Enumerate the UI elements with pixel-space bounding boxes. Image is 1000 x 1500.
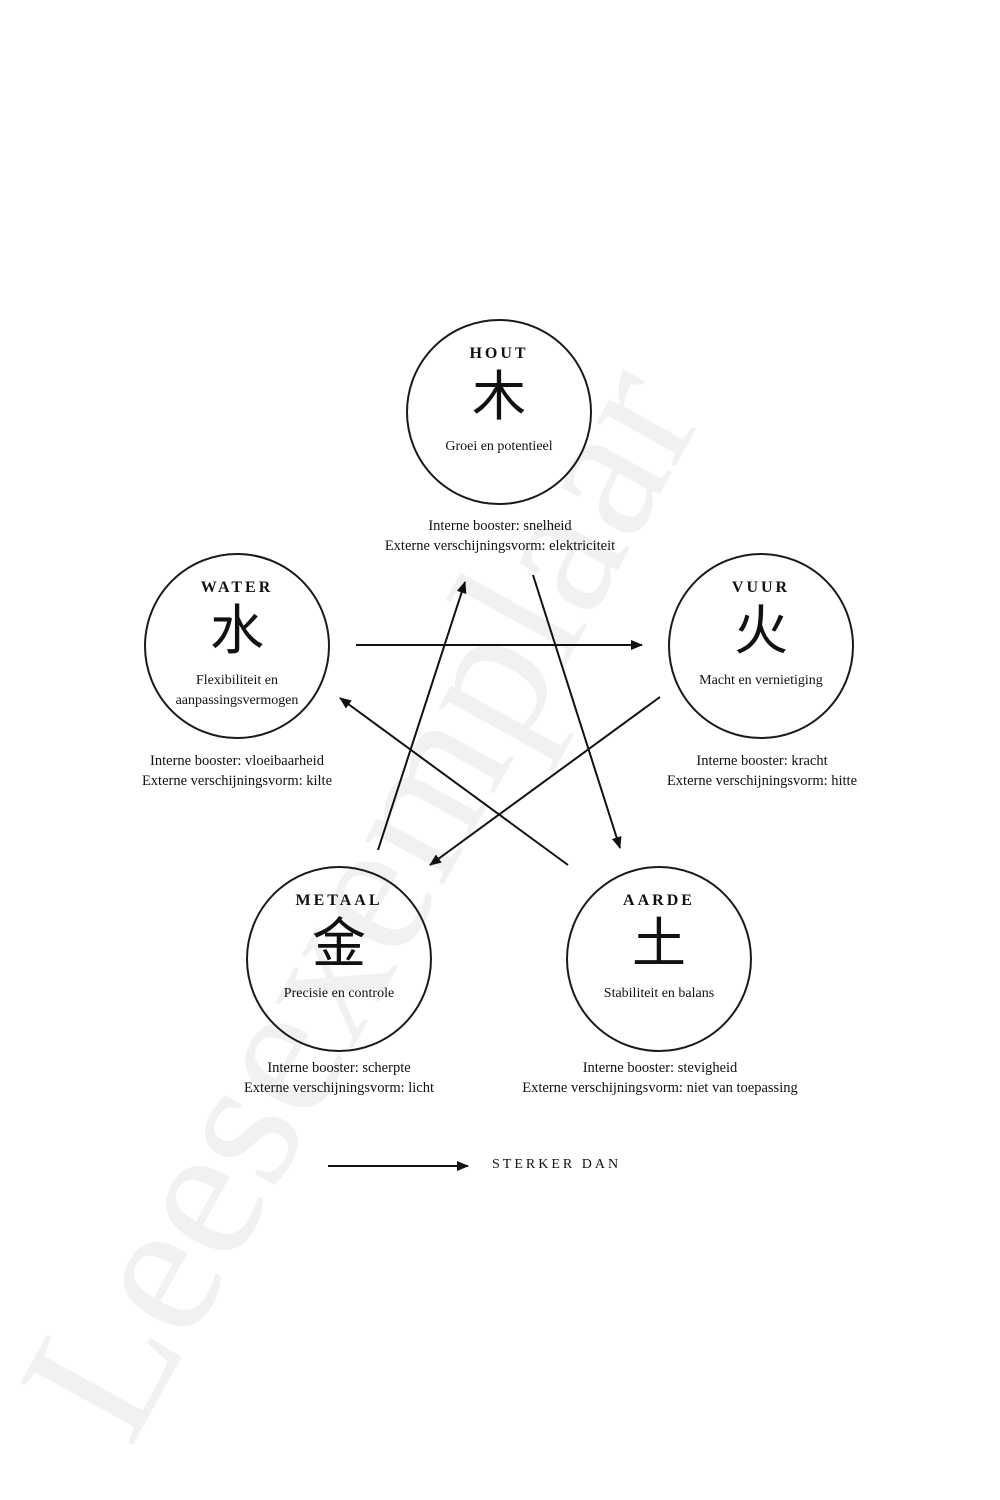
arrow-hout-to-aarde: [532, 574, 622, 849]
element-info-aarde: Interne booster: stevigheid Externe vers…: [470, 1058, 850, 1098]
element-quality: Macht en vernietiging: [699, 673, 823, 688]
external-manifestation: Externe verschijningsvorm: hitte: [666, 773, 858, 789]
internal-booster: Interne booster: scherpte: [267, 1060, 411, 1076]
arrow-aarde-to-water: [339, 697, 569, 866]
element-info-metaal: Interne booster: scherpte Externe versch…: [149, 1058, 529, 1098]
element-quality: Precisie en controle: [283, 986, 395, 1001]
element-quality: Groei en potentieel: [445, 439, 553, 454]
element-title: AARDE: [623, 892, 695, 909]
element-circle-metaal: METAAL 金 Precisie en controle: [246, 866, 432, 1052]
element-circle-aarde: AARDE 土 Stabiliteit en balans: [566, 866, 752, 1052]
earth-glyph-icon: 土: [632, 912, 686, 975]
element-circle-water: WATER 水 Flexibiliteit en aanpassingsverm…: [144, 553, 330, 739]
element-title: HOUT: [469, 345, 529, 362]
arrow-vuur-to-metaal: [429, 696, 661, 866]
element-title: WATER: [200, 579, 274, 596]
legend-label: STERKER DAN: [492, 1157, 622, 1172]
external-manifestation: Externe verschijningsvorm: niet van toep…: [522, 1080, 798, 1096]
element-title: METAAL: [295, 892, 383, 909]
water-glyph-icon: 水: [210, 599, 264, 662]
internal-booster: Interne booster: snelheid: [428, 518, 572, 534]
external-manifestation: Externe verschijningsvorm: licht: [243, 1080, 435, 1096]
wood-glyph-icon: 木: [472, 365, 526, 428]
external-manifestation: Externe verschijningsvorm: elektriciteit: [384, 538, 616, 554]
element-info-water: Interne booster: vloeibaarheid Externe v…: [47, 751, 427, 791]
internal-booster: Interne booster: vloeibaarheid: [150, 753, 324, 769]
internal-booster: Interne booster: stevigheid: [582, 1060, 738, 1076]
element-quality: Stabiliteit en balans: [603, 986, 715, 1001]
fire-glyph-icon: 火: [734, 599, 788, 662]
element-info-vuur: Interne booster: kracht Externe verschij…: [572, 751, 952, 791]
external-manifestation: Externe verschijningsvorm: kilte: [141, 773, 333, 789]
element-title: VUUR: [731, 579, 791, 596]
element-quality: Flexibiliteit en aanpassingsvermogen: [175, 673, 299, 708]
element-info-hout: Interne booster: snelheid Externe versch…: [310, 516, 690, 556]
metal-glyph-icon: 金: [312, 912, 366, 975]
internal-booster: Interne booster: kracht: [696, 753, 828, 769]
element-circle-hout: HOUT 木 Groei en potentieel: [406, 319, 592, 505]
element-circle-vuur: VUUR 火 Macht en vernietiging: [668, 553, 854, 739]
arrow-metaal-to-hout: [377, 581, 467, 851]
